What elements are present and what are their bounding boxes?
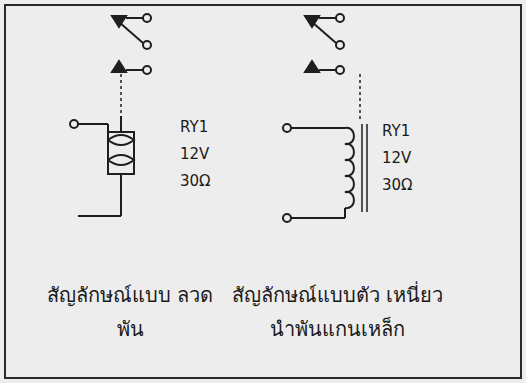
caption-text: สัญลักษณ์แบบ ลวดพัน: [40, 278, 220, 346]
coil-resistance: 30Ω: [180, 173, 211, 190]
iron-core-inductor: [283, 124, 367, 222]
wire-wound-coil: [70, 116, 134, 216]
frame: [5, 5, 521, 378]
relay-contacts: [112, 14, 151, 116]
voltage-rating: 12V: [382, 150, 411, 167]
caption-text: สัญลักษณ์แบบตัว เหนี่ยวนำพันแกนเหล็ก: [230, 278, 445, 346]
relay-contacts: [305, 14, 360, 122]
voltage-rating: 12V: [180, 146, 209, 163]
coil-resistance: 30Ω: [382, 177, 413, 194]
relay-name: RY1: [382, 123, 410, 140]
relay-name: RY1: [180, 119, 208, 136]
